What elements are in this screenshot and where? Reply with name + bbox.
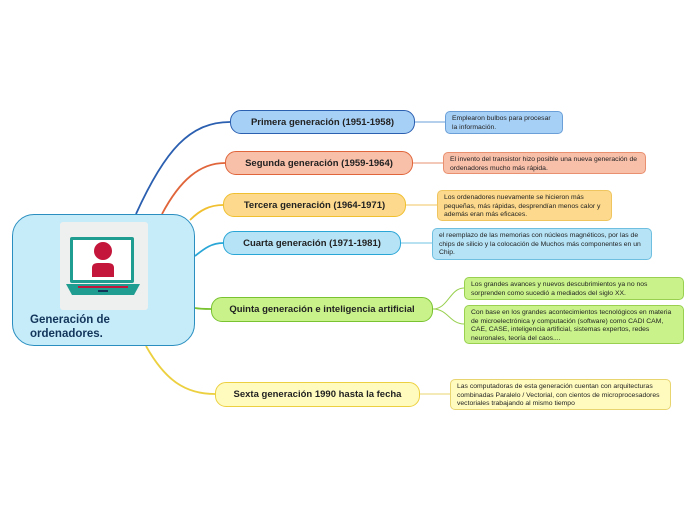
connector-topic-1 [135, 121, 231, 215]
topic-label: Sexta generación 1990 hasta la fecha [233, 389, 402, 400]
connector-topic-3 [189, 204, 224, 221]
connector-topic-4 [194, 242, 224, 257]
topic-label: Quinta generación e inteligencia artific… [229, 304, 415, 315]
topic-label: Tercera generación (1964-1971) [243, 199, 386, 211]
note-segunda-generacion[interactable]: El invento del transistor hizo posible u… [443, 152, 646, 174]
topic-segunda-generacion[interactable]: Segunda generación (1959-1964) [225, 151, 413, 175]
connector-topic-2 [161, 162, 226, 215]
note-cuarta-generacion[interactable]: el reemplazo de las memorias con núcleos… [432, 228, 652, 260]
topic-tercera-generacion[interactable]: Tercera generación (1964-1971) [223, 193, 406, 217]
connector-note-5a [432, 287, 465, 310]
topic-cuarta-generacion[interactable]: Cuarta generación (1971-1981) [223, 231, 401, 255]
note-sexta-generacion[interactable]: Las computadoras de esta generación cuen… [450, 379, 671, 410]
topic-sexta-generacion[interactable]: Sexta generación 1990 hasta la fecha [215, 382, 420, 407]
note-quinta-generacion-2[interactable]: Con base en los grandes acontecimientos … [464, 305, 684, 344]
note-tercera-generacion[interactable]: Los ordenadores nuevamente se hicieron m… [437, 190, 612, 221]
connector-topic-5 [194, 307, 212, 310]
note-primera-generacion[interactable]: Emplearon bulbos para procesar la inform… [445, 111, 563, 134]
topic-label: Cuarta generación (1971-1981) [243, 237, 381, 249]
connector-note-5b [432, 308, 465, 325]
topic-label: Segunda generación (1959-1964) [245, 157, 393, 169]
computer-user-icon [60, 222, 148, 310]
topic-primera-generacion[interactable]: Primera generación (1951-1958) [230, 110, 415, 134]
root-title: Generación de ordenadores. [30, 314, 110, 340]
topic-label: Primera generación (1951-1958) [250, 116, 395, 128]
topic-quinta-generacion[interactable]: Quinta generación e inteligencia artific… [211, 297, 433, 322]
connector-topic-6 [145, 345, 216, 395]
note-quinta-generacion-1[interactable]: Los grandes avances y nuevos descubrimie… [464, 277, 684, 300]
